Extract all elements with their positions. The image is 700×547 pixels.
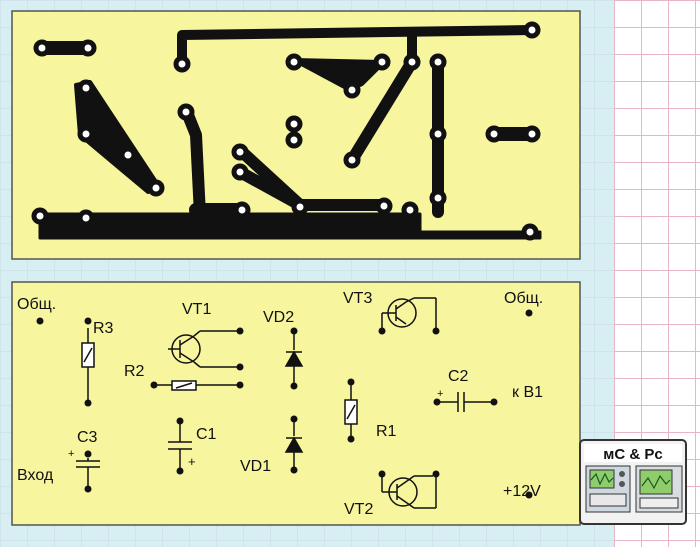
logo-text: мС & Рс (603, 446, 662, 463)
label-vt2: VT2 (344, 501, 373, 518)
label-c2-plus: + (437, 388, 443, 400)
label-input: Вход (17, 467, 54, 484)
label-c3-plus: + (68, 448, 74, 460)
schematic-board: Общ. Общ. R3 VT1 VD2 VT3 R2 C2 + к В1 R1… (11, 281, 581, 526)
label-vd2: VD2 (263, 309, 294, 326)
logo: мС & Рс (579, 439, 687, 525)
label-c2: C2 (448, 368, 469, 385)
label-vt1: VT1 (182, 301, 211, 318)
terminal-dots (36, 309, 533, 499)
label-ground-right: Общ. (504, 290, 543, 307)
label-supply: +12V (503, 483, 541, 500)
label-r2: R2 (124, 363, 145, 380)
label-c3: C3 (77, 429, 98, 446)
pcb-pads (31, 21, 541, 241)
schematic-labels: Общ. Общ. R3 VT1 VD2 VT3 R2 C2 + к В1 R1… (17, 290, 543, 518)
label-c1-plus: + (188, 454, 196, 469)
schematic-wires (76, 297, 491, 509)
label-vt3: VT3 (343, 290, 372, 307)
pcb-board (11, 10, 581, 260)
label-r1: R1 (376, 423, 397, 440)
label-vd1: VD1 (240, 458, 271, 475)
label-output: к В1 (512, 384, 543, 401)
label-c1: C1 (196, 426, 217, 443)
label-ground-left: Общ. (17, 296, 56, 313)
oscilloscope-icon (585, 465, 683, 513)
label-r3: R3 (93, 320, 114, 337)
